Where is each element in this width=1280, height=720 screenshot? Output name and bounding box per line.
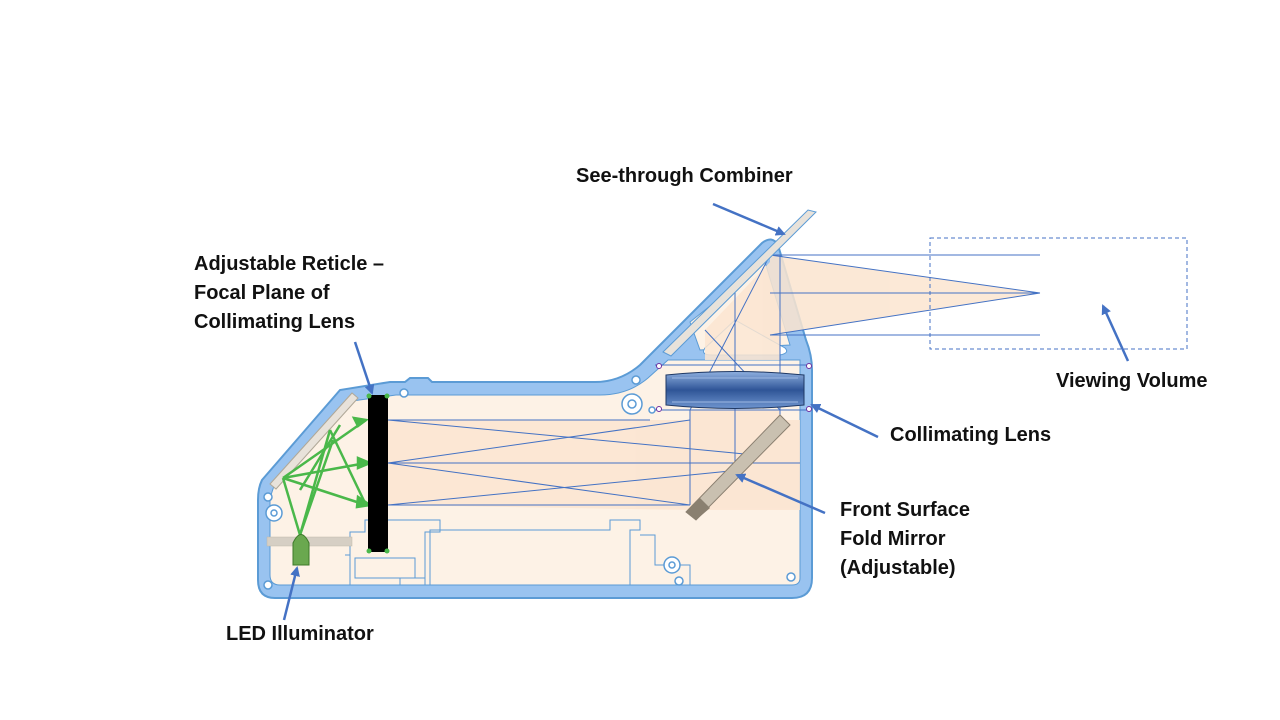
combiner-label: See-through Combiner <box>576 165 793 187</box>
mounting-holes <box>263 375 796 590</box>
internal-structure <box>345 519 691 586</box>
led-arrow <box>282 566 300 621</box>
collimating-lens-label: Collimating Lens <box>890 424 1052 446</box>
fold-mirror-arrow <box>735 473 826 515</box>
ray-lines <box>387 254 1041 506</box>
fold-mirror-edge <box>686 498 710 520</box>
reticle-label-line-3: Collimating Lens <box>194 311 356 333</box>
viewing-volume-box <box>929 237 1188 350</box>
led-illuminator <box>292 534 310 566</box>
collimating-lens-shape <box>665 371 805 409</box>
viewing-volume-arrow <box>1101 304 1130 362</box>
reticle-label-line-1: Adjustable Reticle – <box>194 253 385 275</box>
reticle-arrow <box>353 341 375 395</box>
fold-mirror-label-line-1: Front Surface <box>840 499 971 521</box>
fold-mirror-label-line-2: Fold Mirror <box>840 528 946 550</box>
viewing-volume-label: Viewing Volume <box>1056 370 1208 392</box>
combiner-plate <box>662 209 817 357</box>
fold-mirror-label-line-3: (Adjustable) <box>840 557 956 579</box>
collimating-lens-arrow <box>810 403 879 439</box>
led-rays <box>281 416 374 536</box>
led-label: LED Illuminator <box>226 623 374 645</box>
reticle-label-line-2: Focal Plane of <box>194 282 330 304</box>
combiner-arrow <box>712 202 786 236</box>
adjustable-reticle <box>368 395 388 552</box>
callout-arrows <box>282 202 1130 621</box>
entry-mirror-plate <box>269 392 359 490</box>
